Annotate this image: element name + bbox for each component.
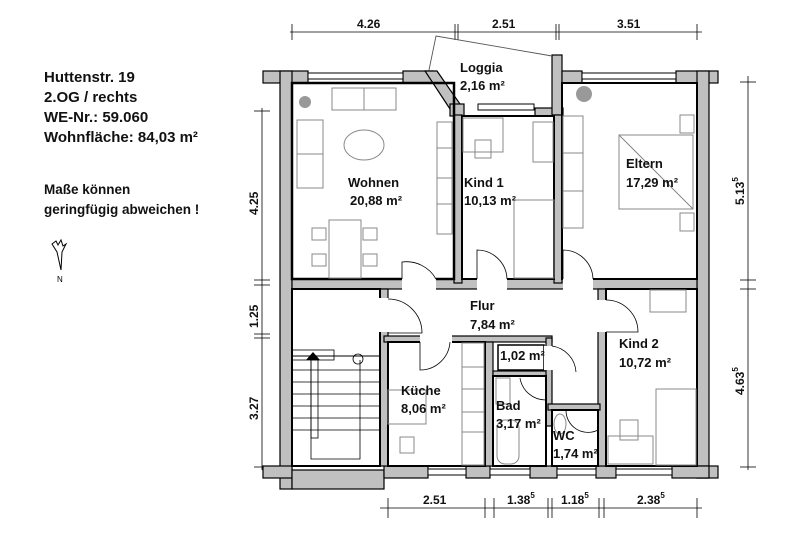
svg-text:N: N — [57, 275, 63, 284]
floor-position: 2.OG / rechts — [44, 89, 138, 106]
dim-left-1: 4.25 — [247, 191, 261, 215]
dimension-top: 4.26 2.51 3.51 — [290, 17, 702, 40]
living-area: Wohnfläche: 84,03 m² — [44, 129, 198, 146]
dim-left-3: 3.27 — [247, 396, 261, 420]
disclaimer-line-1: Maße können — [44, 182, 131, 197]
room-kind2-name: Kind 2 — [619, 336, 659, 351]
dimension-left: 4.25 1.25 3.27 — [247, 108, 270, 470]
room-storage-area: 1,02 m² — [500, 348, 545, 363]
room-wc-name: WC — [553, 428, 575, 443]
interior-walls — [290, 81, 698, 467]
room-flur-area: 7,84 m² — [470, 317, 515, 332]
north-arrow-icon: N — [51, 238, 68, 284]
room-wc-area: 1,74 m² — [553, 446, 598, 461]
room-kueche-area: 8,06 m² — [401, 401, 446, 416]
dimension-bottom: 2.51 1.385 1.185 2.385 — [380, 491, 702, 518]
disclaimer-line-2: geringfügig abweichen ! — [44, 202, 200, 217]
room-loggia-name: Loggia — [460, 60, 503, 75]
dim-bottom-1: 2.51 — [423, 493, 447, 507]
doors — [378, 249, 639, 433]
room-loggia-area: 2,16 m² — [460, 78, 505, 93]
dim-top-3: 3.51 — [617, 17, 641, 31]
room-kind1-area: 10,13 m² — [464, 193, 517, 208]
loggia-outline — [428, 35, 553, 71]
dim-top-1: 4.26 — [357, 17, 381, 31]
dim-bottom-3: 1.18 — [561, 493, 585, 507]
svg-text:2.385: 2.385 — [637, 491, 665, 507]
dim-right-2: 4.63 — [733, 371, 747, 395]
exterior-walls — [262, 54, 719, 490]
apartment-info: Huttenstr. 19 2.OG / rechts WE-Nr.: 59.0… — [44, 68, 198, 148]
room-kueche-name: Küche — [401, 383, 441, 398]
dim-bottom-4: 2.38 — [637, 493, 661, 507]
room-wohnen-area: 20,88 m² — [350, 193, 403, 208]
room-eltern-name: Eltern — [626, 156, 663, 171]
svg-text:1.385: 1.385 — [507, 491, 535, 507]
room-bad-area: 3,17 m² — [496, 416, 541, 431]
disclaimer-note: Maße können geringfügig abweichen ! — [44, 180, 199, 220]
svg-text:5.135: 5.135 — [731, 177, 747, 205]
room-labels: Loggia 2,16 m² Wohnen 20,88 m² Kind 1 10… — [348, 60, 679, 461]
room-eltern-area: 17,29 m² — [626, 175, 679, 190]
dim-right-1: 5.13 — [733, 181, 747, 205]
dim-left-2: 1.25 — [247, 304, 261, 328]
dimension-right: 5.135 4.635 — [731, 76, 756, 470]
windows — [307, 72, 677, 476]
room-wohnen-name: Wohnen — [348, 175, 399, 190]
dim-bottom-2: 1.38 — [507, 493, 531, 507]
furniture — [291, 86, 697, 467]
svg-text:4.635: 4.635 — [731, 367, 747, 395]
svg-text:1.185: 1.185 — [561, 491, 589, 507]
room-kind2-area: 10,72 m² — [619, 355, 672, 370]
room-bad-name: Bad — [496, 398, 521, 413]
room-flur-name: Flur — [470, 298, 495, 313]
dim-top-2: 2.51 — [492, 17, 516, 31]
address: Huttenstr. 19 — [44, 69, 135, 86]
room-kind1-name: Kind 1 — [464, 175, 504, 190]
unit-number: WE-Nr.: 59.060 — [44, 109, 149, 126]
